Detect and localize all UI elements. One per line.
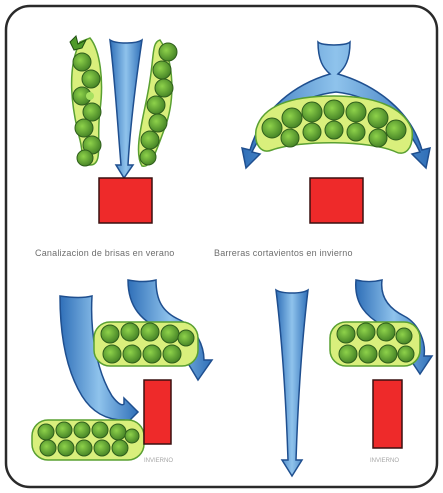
house-label: INVIERNO [144, 458, 173, 464]
caption-summer: Canalizacion de brisas en verano [35, 248, 174, 258]
house-block [310, 178, 363, 223]
tree-hedge-upper [94, 322, 198, 366]
tree-hedge-right [330, 322, 420, 366]
caption-winter: Barreras cortavientos en invierno [214, 248, 353, 258]
house-block [99, 178, 152, 223]
wind-arrow-down-icon [110, 40, 142, 178]
tree-column-left [72, 38, 102, 166]
house-block [144, 380, 171, 444]
wind-arrow-down-icon [276, 290, 308, 476]
house-label: INVIERNO [370, 458, 399, 464]
tree-hedge-lower [32, 420, 144, 460]
tree-column-right [138, 40, 177, 166]
house-block [373, 380, 402, 448]
